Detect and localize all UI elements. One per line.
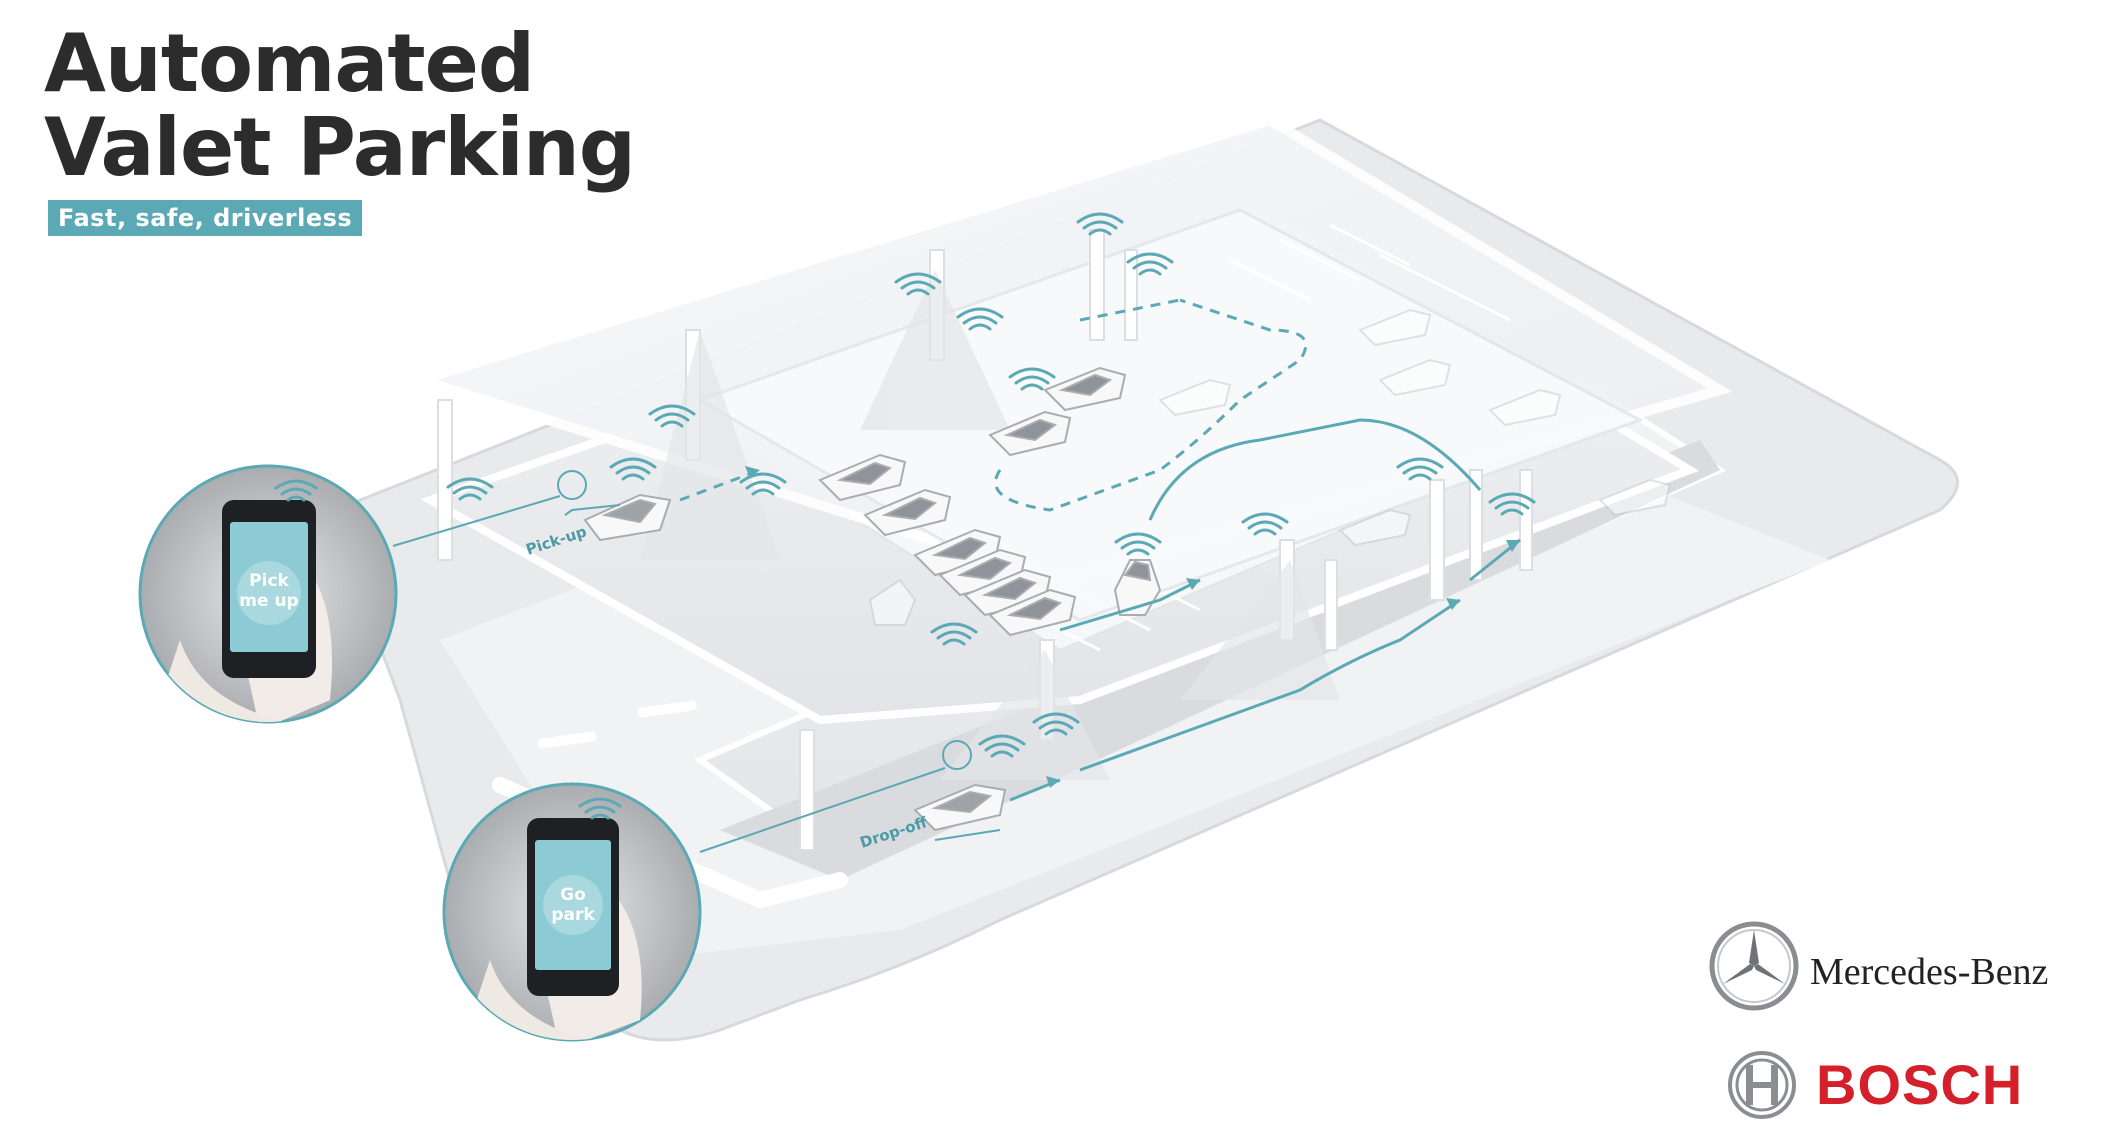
car-dropoff [913,783,1007,832]
phone-pickup-line1: Pick [249,571,289,591]
car-upper-2 [988,410,1072,457]
car-row-1 [818,453,907,502]
car-row-6 [988,588,1077,637]
title-line-1: Automated [44,17,535,110]
mercedes-star-icon [1709,921,1799,1011]
connector-lines [392,495,946,853]
phone-pickup-line2: me up [239,591,298,611]
phone-dropoff-line1: Go [560,885,586,905]
phone-circle-pickup: Pick me up [138,464,398,724]
wifi-sensors [446,212,1536,758]
phone-wifi-icon [274,479,318,502]
car-upper-1 [1043,366,1127,412]
bosch-logo-text: BOSCH [1816,1053,2024,1116]
page-title: Automated Valet Parking [44,17,636,194]
car-row-2 [863,488,952,537]
phone-wifi-icon [578,797,622,820]
subtitle-badge: Fast, safe, driverless [48,200,363,236]
title-line-2: Valet Parking [44,101,636,194]
route-arrows [745,466,1520,788]
car-moving [1113,559,1162,616]
car-pickup [583,493,672,542]
mercedes-benz-logo-text: Mercedes-Benz [1810,951,2049,993]
cars [583,308,1672,832]
sensor-cones [640,270,1340,780]
bosch-armature-icon [1728,1051,1796,1119]
phone-circle-dropoff: Go park [442,782,702,1042]
phone-dropoff-line2: park [551,905,595,925]
